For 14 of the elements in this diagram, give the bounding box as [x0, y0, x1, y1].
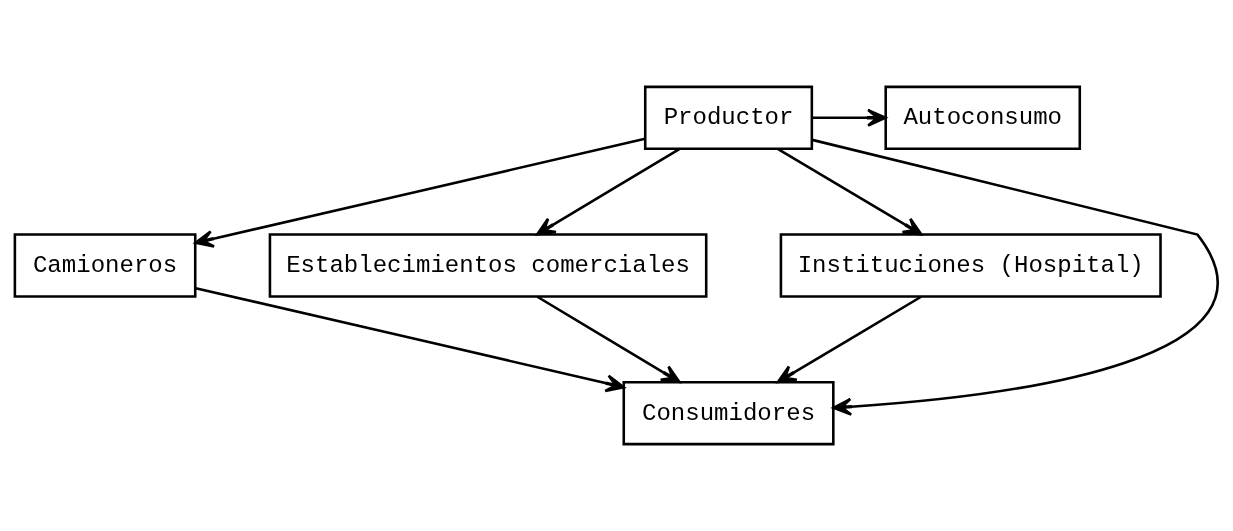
arrow	[777, 147, 923, 236]
arrow	[194, 137, 646, 248]
node-box: Establecimientos comerciales	[268, 233, 708, 298]
arrow	[536, 295, 681, 384]
node-box: Autoconsumo	[884, 85, 1082, 150]
arrow	[535, 147, 680, 236]
node-box: Camioneros	[13, 233, 197, 298]
arrow	[195, 286, 625, 393]
arrow	[776, 295, 922, 384]
arrow	[811, 108, 887, 127]
node-box: Consumidores	[622, 381, 835, 446]
arrow	[811, 138, 1218, 416]
node-box: Productor	[643, 85, 814, 150]
node-box: Instituciones (Hospital)	[779, 233, 1162, 298]
